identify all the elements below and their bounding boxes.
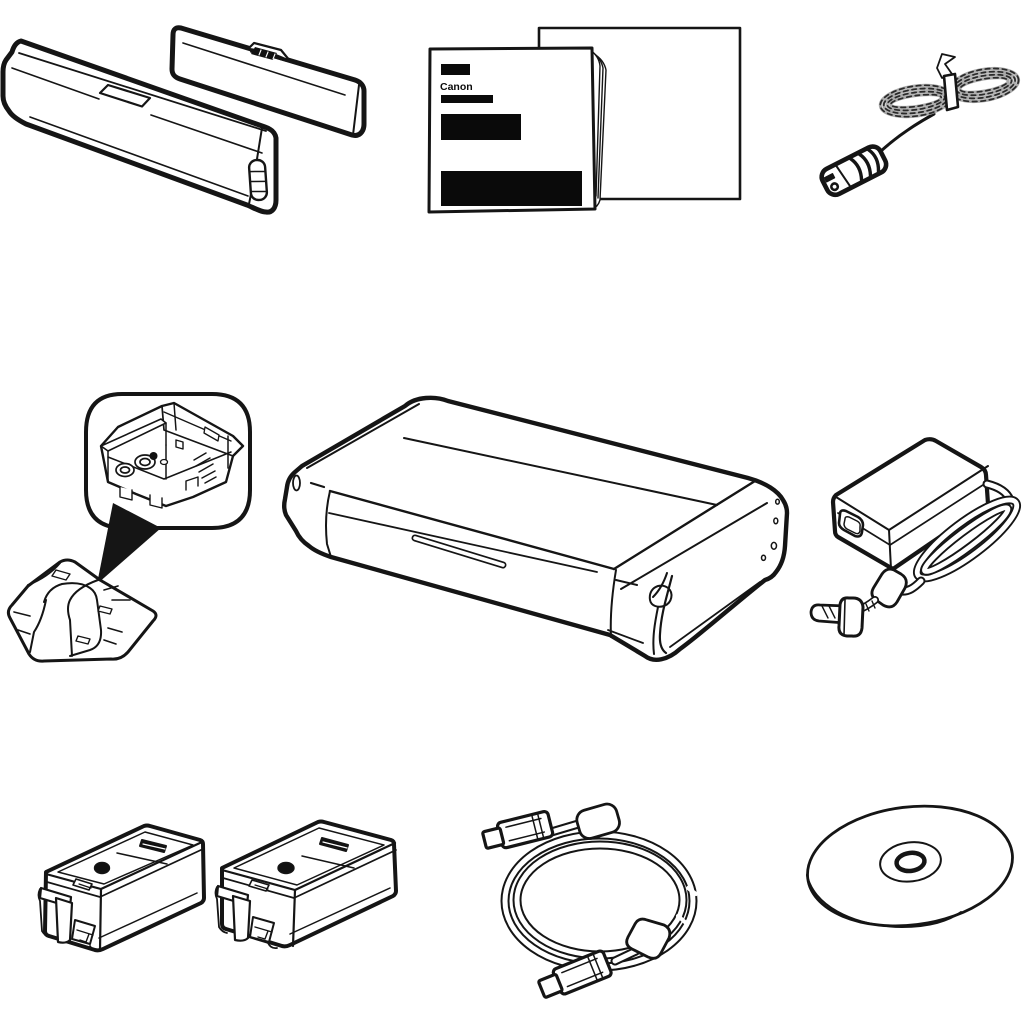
svg-text:Canon: Canon [440,81,473,93]
